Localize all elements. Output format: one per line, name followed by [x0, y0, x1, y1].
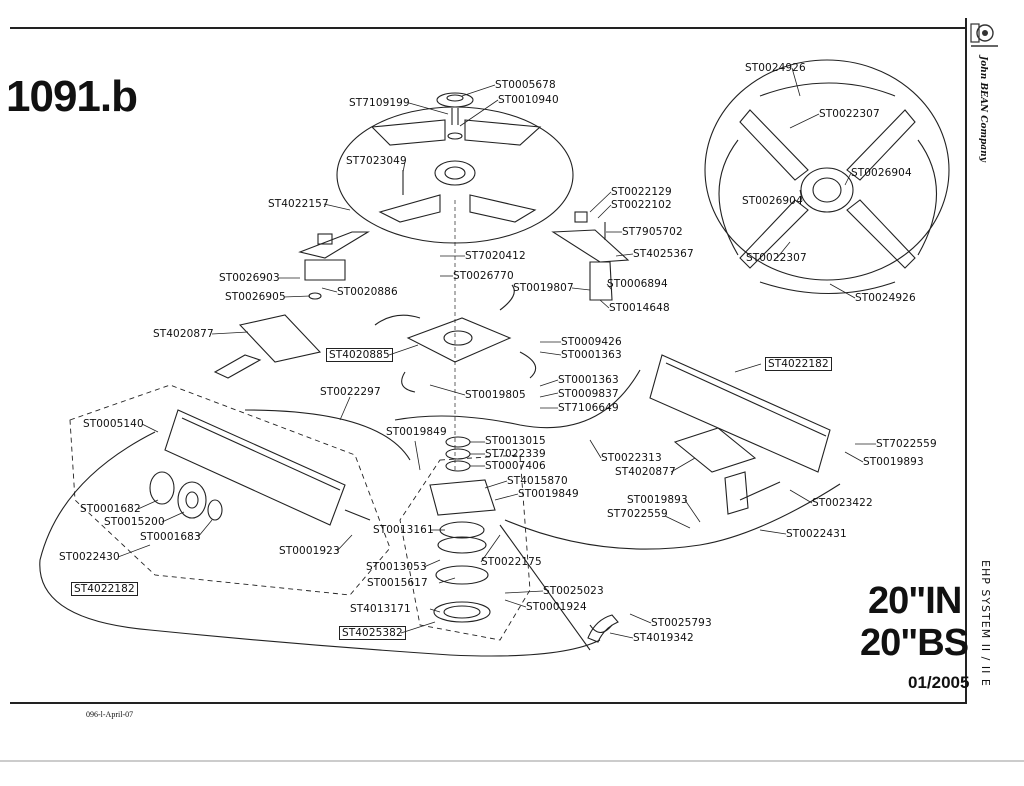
part-label: ST0013053: [366, 561, 427, 573]
part-label: ST0001363: [558, 374, 619, 386]
part-label: ST0013161: [373, 524, 434, 536]
part-label: ST0001923: [279, 545, 340, 557]
part-label: ST0024926: [855, 292, 916, 304]
part-label: ST0019849: [386, 426, 447, 438]
elbow-fitting: [587, 614, 619, 643]
part-label: ST0024926: [745, 62, 806, 74]
part-label: ST4025367: [633, 248, 694, 260]
part-label: ST7022559: [876, 438, 937, 450]
part-label: ST7022339: [485, 448, 546, 460]
diagram-number: 1091.b: [6, 72, 138, 121]
part-label: ST0026770: [453, 270, 514, 282]
part-label-boxed: ST4020885: [326, 348, 393, 362]
hub-assembly: [402, 92, 474, 195]
part-label: ST0026905: [225, 291, 286, 303]
part-label: ST4019342: [633, 632, 694, 644]
model-line-2: 20"BS: [860, 622, 969, 664]
part-label: ST0022175: [481, 556, 542, 568]
part-label: ST0026904: [742, 195, 803, 207]
part-label: ST0026904: [851, 167, 912, 179]
side-caption: EHP SYSTEM II / II E: [974, 560, 994, 700]
part-label: ST7106649: [558, 402, 619, 414]
part-label: ST4020877: [153, 328, 214, 340]
page-bottom-line: [0, 760, 1024, 762]
top-border-line: [10, 27, 966, 29]
part-label: ST0013015: [485, 435, 546, 447]
left-clamp: [298, 231, 370, 300]
part-label: ST0005678: [495, 79, 556, 91]
side-caption-text: EHP SYSTEM II / II E: [979, 560, 992, 687]
part-label: ST0005140: [83, 418, 144, 430]
part-label: ST4013171: [350, 603, 411, 615]
part-label: ST0022430: [59, 551, 120, 563]
dashed-kit-outline: [69, 384, 531, 641]
part-label: ST7109199: [349, 97, 410, 109]
part-label: ST4020877: [615, 466, 676, 478]
part-label: ST0019805: [465, 389, 526, 401]
part-label: ST0001683: [140, 531, 201, 543]
part-label: ST0020886: [337, 286, 398, 298]
bottom-border-line: [10, 702, 966, 704]
part-label: ST7022559: [607, 508, 668, 520]
right-clamp: [551, 211, 630, 301]
part-label: ST0022313: [601, 452, 662, 464]
part-label: ST0026903: [219, 272, 280, 284]
part-label: ST0019849: [518, 488, 579, 500]
part-label: ST0007406: [485, 460, 546, 472]
part-label: ST0025023: [543, 585, 604, 597]
part-label: ST0015617: [367, 577, 428, 589]
right-cylinder: [649, 354, 831, 501]
part-label-boxed: ST4022182: [71, 582, 138, 596]
part-label: ST0022102: [611, 199, 672, 211]
part-label: ST0025793: [651, 617, 712, 629]
part-label: ST0014648: [609, 302, 670, 314]
part-label: ST0022307: [819, 108, 880, 120]
part-label: ST0022431: [786, 528, 847, 540]
left-bracket-plate: [238, 314, 322, 363]
part-label: ST0022307: [746, 252, 807, 264]
part-label: ST4015870: [507, 475, 568, 487]
part-label: ST0022129: [611, 186, 672, 198]
part-label: ST0015200: [104, 516, 165, 528]
part-label: ST0001363: [561, 349, 622, 361]
part-label: ST7023049: [346, 155, 407, 167]
part-label: ST0006894: [607, 278, 668, 290]
part-label: ST0019807: [513, 282, 574, 294]
logo-emblem-icon: [970, 23, 998, 47]
part-label: ST0023422: [812, 497, 873, 509]
part-label-boxed: ST4022182: [765, 357, 832, 371]
model-line-1: 20"IN: [868, 580, 962, 622]
hose-lines: [39, 369, 841, 657]
part-label: ST0019893: [863, 456, 924, 468]
leader-lines: [117, 67, 876, 639]
right-bracket-plate: [673, 427, 757, 473]
part-label: ST0019893: [627, 494, 688, 506]
left-cylinder: [164, 409, 371, 526]
part-label: ST0010940: [498, 94, 559, 106]
part-label: ST7020412: [465, 250, 526, 262]
right-border-line: [965, 18, 967, 704]
turntable-claw-detail: [704, 59, 950, 295]
part-label: ST0022297: [320, 386, 381, 398]
part-label: ST0009426: [561, 336, 622, 348]
part-label-boxed: ST4025382: [339, 626, 406, 640]
footer-code: 096-l-April-07: [86, 710, 134, 719]
company-logo: John BEAN Company: [968, 20, 1002, 162]
seal-kit: [149, 471, 223, 521]
part-label: ST0001682: [80, 503, 141, 515]
part-label: ST0009837: [558, 388, 619, 400]
part-label: ST4022157: [268, 198, 329, 210]
part-label: ST0001924: [526, 601, 587, 613]
part-label: ST7905702: [622, 226, 683, 238]
base-plate: [374, 284, 537, 393]
revision-date: 01/2005: [908, 673, 970, 692]
